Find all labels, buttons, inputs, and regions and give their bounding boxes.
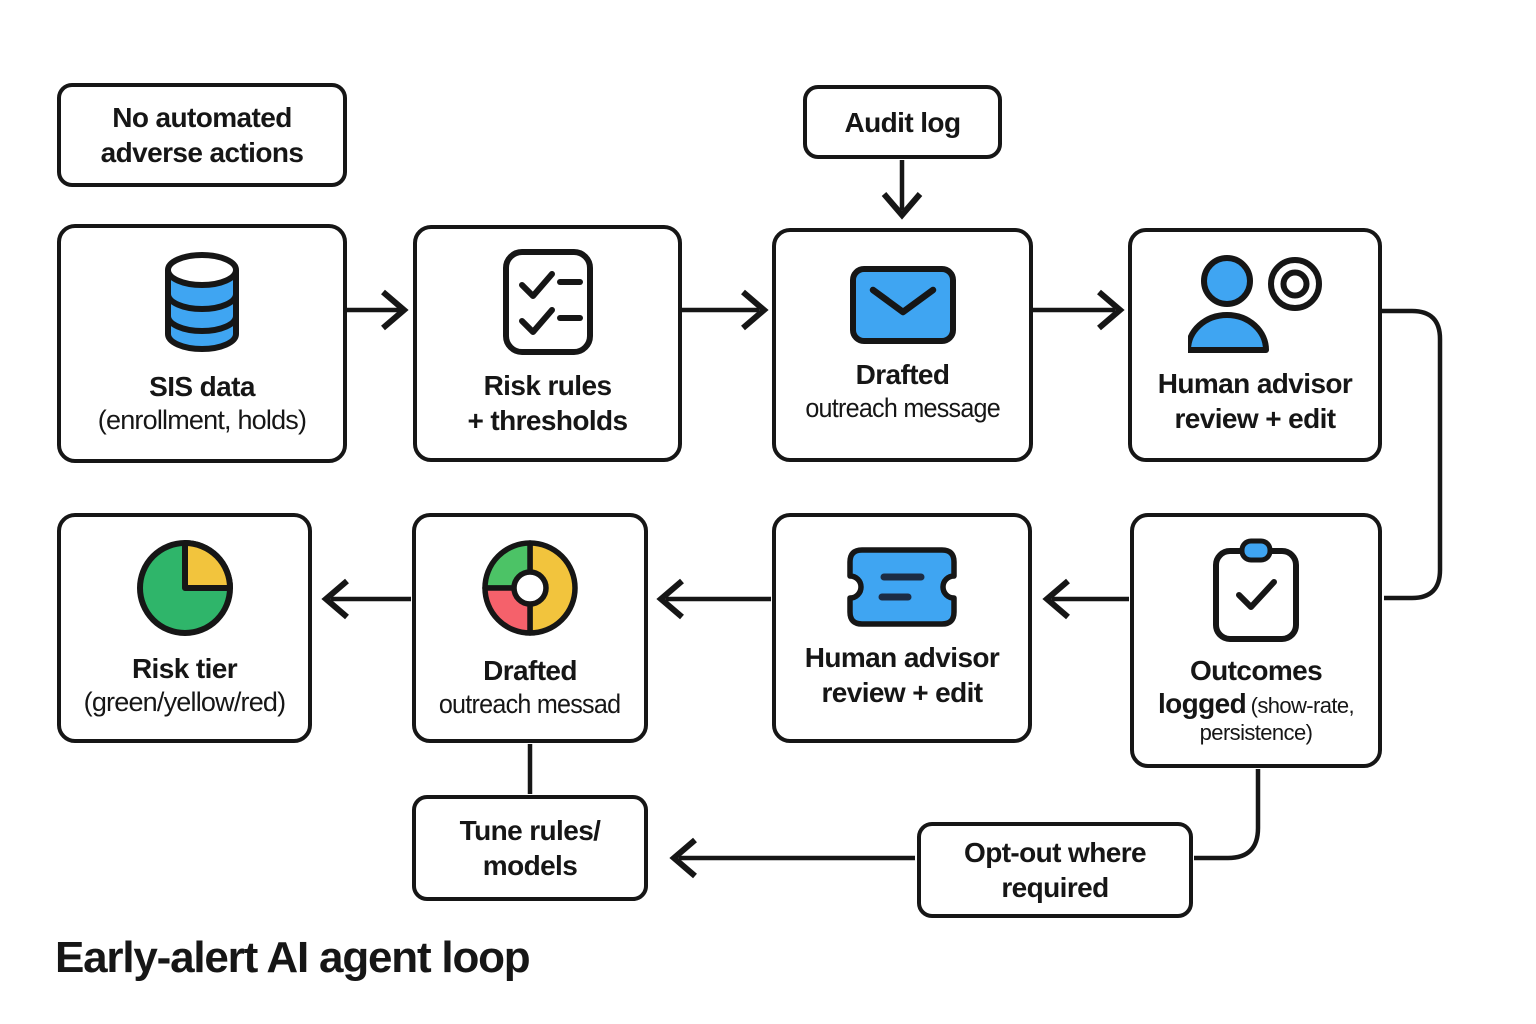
node-risk-tier: Risk tier (green/yellow/red): [57, 513, 312, 743]
envelope-icon: [849, 265, 956, 344]
node-title: Drafted: [483, 654, 577, 686]
database-icon: [165, 252, 239, 353]
clipboard-check-icon: [1213, 538, 1299, 642]
pie-chart-icon: [136, 539, 233, 636]
arrowhead-outcomes-to-advisor2: [1042, 578, 1070, 620]
callout-audit-log: Audit log: [803, 85, 1002, 159]
node-human-advisor-1: Human advisor review + edit: [1128, 228, 1382, 462]
node-subtitle: outreach message: [805, 392, 1000, 423]
node-subtitle-bold: logged: [1157, 687, 1247, 719]
node-drafted-outreach-2: Drafted outreach messad: [412, 513, 648, 743]
callout-text: Opt-out where: [964, 837, 1147, 868]
node-title: SIS data: [149, 371, 255, 403]
node-subtitle-paren: (show-rate,: [1250, 692, 1355, 718]
callout-text: required: [1001, 872, 1109, 903]
node-subtitle: logged (show-rate,: [1157, 687, 1355, 720]
node-subtitle: + thresholds: [467, 405, 628, 436]
callout-text: models: [482, 850, 578, 881]
person-record-icon: [1188, 254, 1322, 353]
callout-text: Tune rules/: [459, 815, 601, 846]
ticket-icon: [847, 546, 957, 627]
callout-no-adverse-actions: No automated adverse actions: [57, 83, 347, 187]
node-subtitle: review + edit: [1174, 402, 1336, 434]
node-title: Human advisor: [1157, 367, 1353, 399]
donut-chart-icon: [482, 540, 578, 636]
node-subtitle: outreach messad: [439, 688, 621, 719]
node-subtitle: review + edit: [821, 676, 983, 708]
connector-outcomes-to-optout: [1194, 769, 1261, 861]
arrowhead-audit-to-drafted: [881, 192, 923, 220]
node-title: Risk rules: [483, 370, 612, 401]
arrowhead-drafted-to-advisor: [1097, 289, 1125, 331]
node-sis-data: SIS data (enrollment, holds): [57, 224, 347, 463]
callout-text: adverse actions: [100, 137, 304, 168]
callout-tune-rules: Tune rules/ models: [412, 795, 648, 901]
checklist-icon: [502, 249, 593, 355]
arrowhead-rules-to-drafted: [741, 289, 769, 331]
diagram-title: Early-alert AI agent loop: [55, 933, 531, 982]
node-title: Outcomes: [1189, 654, 1323, 686]
connector-advisor-to-outcomes: [1382, 308, 1443, 601]
callout-opt-out: Opt-out where required: [917, 822, 1193, 918]
callout-text: No automated: [112, 102, 292, 133]
arrowhead-optout-to-tune: [669, 837, 697, 879]
callout-text: Audit log: [844, 106, 962, 138]
node-risk-rules: Risk rules + thresholds: [413, 225, 682, 462]
node-title: Human advisor: [804, 641, 1000, 673]
node-title: Drafted: [855, 358, 950, 390]
node-title: Risk tier: [131, 652, 238, 684]
node-human-advisor-2: Human advisor review + edit: [772, 513, 1032, 743]
arrowhead-advisor2-to-drafted2: [656, 578, 684, 620]
arrowhead-sis-to-rules: [381, 289, 409, 331]
node-drafted-outreach-1: Drafted outreach message: [772, 228, 1033, 462]
node-outcomes-logged: Outcomes logged (show-rate, persistence): [1130, 513, 1382, 768]
node-subtitle: (green/yellow/red): [83, 686, 287, 717]
node-subtitle: (enrollment, holds): [97, 405, 307, 436]
arrowhead-drafted2-to-risk-tier: [321, 578, 349, 620]
node-subtitle-paren: persistence): [1199, 720, 1313, 746]
